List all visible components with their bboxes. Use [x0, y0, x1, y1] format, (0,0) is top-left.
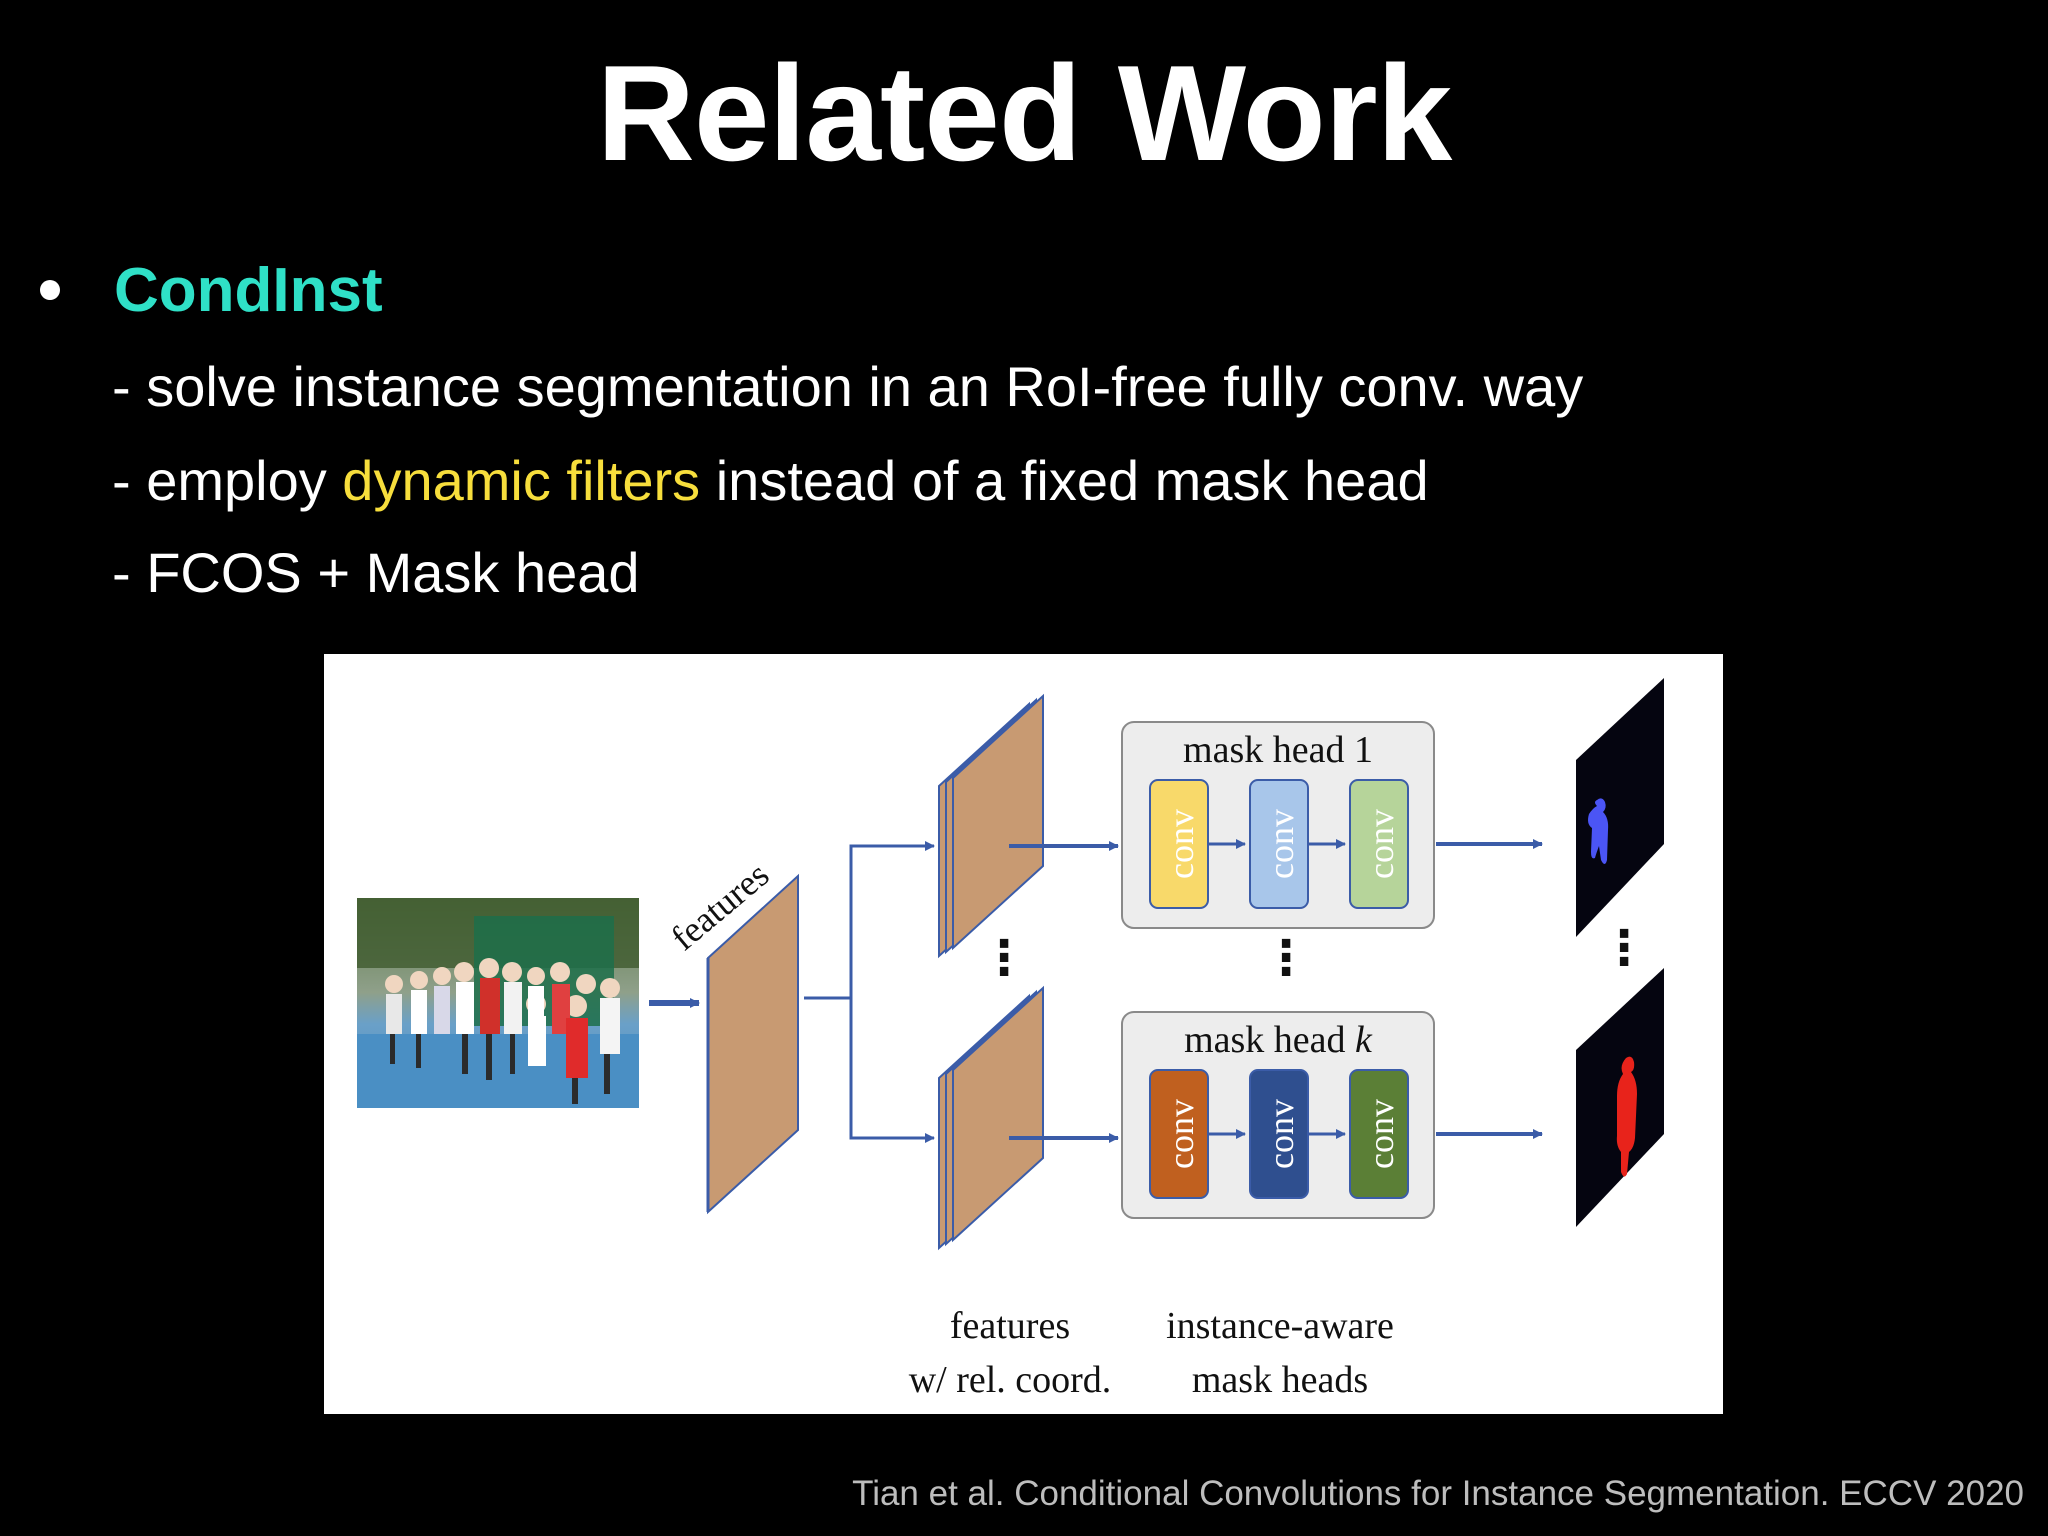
caption-mask-heads-line2: mask heads	[1192, 1359, 1368, 1401]
citation: Tian et al. Conditional Convolutions for…	[852, 1474, 2024, 1513]
svg-text:conv: conv	[1161, 809, 1201, 879]
branch-connector	[804, 841, 935, 1143]
ellipsis-mask-heads: ⋮	[1262, 930, 1310, 986]
output-mask-1	[1576, 678, 1664, 937]
red-person-silhouette-icon	[1616, 1056, 1637, 1177]
architecture-diagram: features mask head 1 conv	[357, 678, 1664, 1401]
bullet-dot-icon	[40, 280, 60, 300]
sub-item-1: - solve instance segmentation in an RoI-…	[112, 355, 1584, 418]
svg-text:conv: conv	[1161, 1099, 1201, 1169]
input-photo	[357, 898, 639, 1108]
feature-map-top	[938, 693, 1044, 959]
conv-block-k-1: conv	[1149, 1069, 1209, 1199]
sub-item-2: - employ dynamic filters instead of a fi…	[112, 446, 1429, 516]
mask-head-1-title: mask head 1	[1183, 729, 1373, 771]
svg-text:conv: conv	[1261, 809, 1301, 879]
svg-text:conv: conv	[1261, 1099, 1301, 1169]
sub-item-2-suffix: instead of a fixed mask head	[700, 449, 1429, 512]
conv-block-k-2: conv	[1249, 1069, 1309, 1199]
sub-item-3: - FCOS + Mask head	[112, 541, 640, 604]
architecture-figure: features mask head 1 conv	[324, 654, 1723, 1414]
caption-features-line2: w/ rel. coord.	[909, 1359, 1112, 1401]
ellipsis-outputs: ⋮	[1600, 920, 1648, 976]
sub-item-2-highlight: dynamic filters	[342, 449, 701, 512]
caption-features-line1: features	[950, 1305, 1070, 1347]
mask-head-1: mask head 1 conv conv conv	[1121, 721, 1435, 929]
feature-map-main	[706, 873, 799, 1215]
mask-head-k: mask head k conv conv conv	[1121, 1011, 1435, 1219]
svg-text:conv: conv	[1361, 1099, 1401, 1169]
output-mask-k	[1576, 968, 1664, 1227]
feature-map-bottom	[938, 985, 1044, 1251]
conv-block-k-3: conv	[1349, 1069, 1409, 1199]
conv-block-1-2: conv	[1249, 779, 1309, 909]
svg-text:conv: conv	[1361, 809, 1401, 879]
page-title: Related Work	[596, 37, 1453, 189]
sub-item-2-prefix: - employ	[112, 449, 343, 512]
caption-mask-heads-line1: instance-aware	[1166, 1305, 1394, 1347]
conv-block-1-1: conv	[1149, 779, 1209, 909]
bullet-label: CondInst	[114, 255, 383, 325]
bullet-condinst: CondInst	[40, 250, 383, 330]
mask-head-k-title: mask head k	[1184, 1019, 1373, 1061]
blue-person-silhouette-icon	[1588, 798, 1609, 864]
conv-block-1-3: conv	[1349, 779, 1409, 909]
ellipsis-features: ⋮	[980, 930, 1028, 986]
